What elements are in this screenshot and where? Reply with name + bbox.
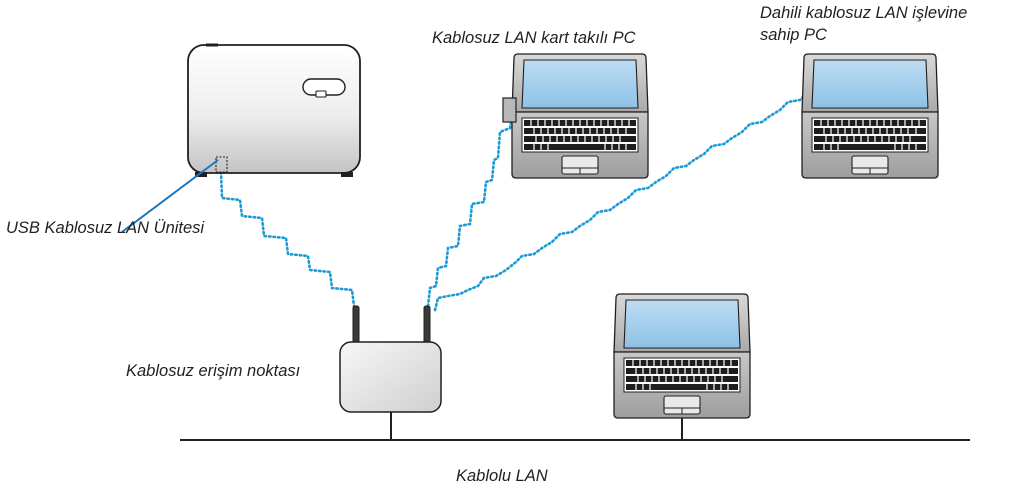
access-point-label: Kablosuz erişim noktası bbox=[126, 362, 301, 380]
pc-builtin-label-line1: Dahili kablosuz LAN işlevine bbox=[760, 4, 968, 22]
wireless-link-projector bbox=[219, 170, 356, 308]
usb-unit-pointer bbox=[121, 159, 219, 233]
usb-unit-label: USB Kablosuz LAN Ünitesi bbox=[6, 219, 205, 237]
laptop-wired bbox=[613, 293, 751, 419]
access-point bbox=[339, 305, 442, 413]
wireless-lan-card bbox=[502, 97, 517, 123]
pc-with-card-label: Kablosuz LAN kart takılı PC bbox=[432, 29, 636, 47]
wireless-link-builtin-pc bbox=[433, 92, 808, 312]
wireless-links bbox=[219, 92, 808, 312]
wired-lan-bus bbox=[180, 412, 970, 441]
usb-wireless-unit bbox=[215, 156, 228, 173]
wireless-link-card-pc bbox=[426, 114, 514, 308]
projector bbox=[187, 43, 361, 177]
laptop-builtin bbox=[801, 53, 939, 179]
wired-lan-label: Kablolu LAN bbox=[456, 467, 548, 485]
laptop-with-card bbox=[502, 53, 649, 179]
pc-builtin-label-line2: sahip PC bbox=[760, 26, 827, 44]
